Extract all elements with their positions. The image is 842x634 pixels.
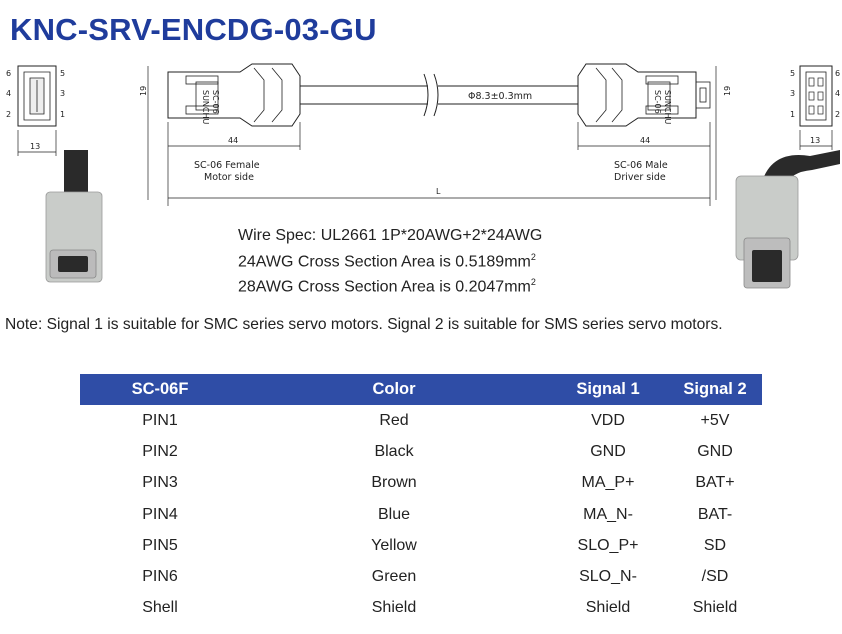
color-cell: Green <box>371 568 417 586</box>
signal1-cell: SLO_P+ <box>577 536 639 554</box>
left-caption-1: SC-06 Female <box>194 160 260 171</box>
total-length-label: L <box>436 187 441 196</box>
wire-spec-line3: 28AWG Cross Section Area is 0.2047mm2 <box>238 277 536 296</box>
header-signal-2: Signal 2 <box>668 374 762 405</box>
left-pin-face: 6 4 2 5 3 1 13 <box>6 65 65 156</box>
right-connector-brand: SUNCHU <box>663 90 672 125</box>
right-pin-5: 5 <box>790 69 795 78</box>
pin-cell: PIN3 <box>142 474 178 492</box>
color-cell: Brown <box>371 474 417 492</box>
signal2-cell: Shield <box>692 599 738 617</box>
header-signal-1: Signal 1 <box>548 374 668 405</box>
color-cell: Black <box>374 442 414 460</box>
cable-drawing: 6 4 2 5 3 1 13 19 SUNCHU SC-06 <box>6 63 840 289</box>
table-row: PIN4 Blue MA_N- BAT- <box>80 499 762 530</box>
pin-cell: Shell <box>142 599 178 617</box>
left-connector-body: 19 SUNCHU SC-06 <box>139 63 301 200</box>
left-height-label: 19 <box>139 86 148 96</box>
table-row: PIN6 Green SLO_N- /SD <box>80 561 762 592</box>
color-cell: Yellow <box>371 536 417 554</box>
signal-note: Note: Signal 1 is suitable for SMC serie… <box>5 316 723 333</box>
right-pin-4: 4 <box>835 89 840 98</box>
color-cell: Shield <box>371 599 417 617</box>
header-color: Color <box>240 374 548 405</box>
left-pin-1: 1 <box>60 110 65 119</box>
right-caption-2: Driver side <box>614 172 666 183</box>
cable-diameter: Φ8.3±0.3mm <box>468 91 532 102</box>
wire-spec-line1: Wire Spec: UL2661 1P*20AWG+2*24AWG <box>238 227 543 244</box>
left-pin-2: 2 <box>6 110 11 119</box>
left-pin-3: 3 <box>60 89 65 98</box>
color-cell: Red <box>379 411 409 429</box>
right-pin-6: 6 <box>835 69 840 78</box>
pin-cell: PIN2 <box>142 442 178 460</box>
right-connector-body: SC-06 SUNCHU 19 <box>577 63 732 200</box>
left-width-label: 13 <box>30 142 40 151</box>
signal1-cell: VDD <box>591 411 625 429</box>
pin-cell: PIN6 <box>142 568 178 586</box>
table-row: PIN5 Yellow SLO_P+ SD <box>80 530 762 561</box>
color-cell: Blue <box>377 505 411 523</box>
table-row: PIN3 Brown MA_P+ BAT+ <box>80 468 762 499</box>
pin-cell: PIN1 <box>142 411 178 429</box>
table-row: PIN2 Black GND GND <box>80 436 762 467</box>
left-caption-2: Motor side <box>204 172 254 183</box>
left-connector-brand: SUNCHU <box>201 90 210 125</box>
table-row: Shell Shield Shield Shield <box>80 593 762 624</box>
right-length-label: 44 <box>640 136 650 145</box>
page-title: KNC-SRV-ENCDG-03-GU <box>10 12 377 47</box>
signal1-cell: MA_P+ <box>581 474 635 492</box>
left-pin-4: 4 <box>6 89 11 98</box>
cable-section: Φ8.3±0.3mm <box>300 73 578 117</box>
right-width-label: 13 <box>810 136 820 145</box>
signal2-cell: SD <box>703 536 727 554</box>
right-pin-face: 5 3 1 6 4 2 13 <box>790 65 840 150</box>
table-header-row: SC-06F Color Signal 1 Signal 2 <box>80 374 762 405</box>
right-connector-model: SC-06 <box>653 90 662 114</box>
signal2-cell: /SD <box>701 568 729 586</box>
signal1-cell: GND <box>590 442 626 460</box>
left-pin-6: 6 <box>6 69 11 78</box>
right-caption-1: SC-06 Male <box>614 160 668 171</box>
left-connector-photo <box>45 150 103 283</box>
signal2-cell: +5V <box>700 411 730 429</box>
signal1-cell: SLO_N- <box>579 568 637 586</box>
dimension-lines: 44 44 L SC-06 Female Motor side SC-06 Ma… <box>167 122 711 206</box>
right-pin-1: 1 <box>790 110 795 119</box>
left-pin-5: 5 <box>60 69 65 78</box>
signal1-cell: Shield <box>585 599 631 617</box>
signal1-cell: MA_N- <box>583 505 633 523</box>
signal2-cell: GND <box>697 442 733 460</box>
pin-cell: PIN4 <box>142 505 178 523</box>
wire-spec-line2: 24AWG Cross Section Area is 0.5189mm2 <box>238 251 536 270</box>
left-connector-model: SC-06 <box>211 90 220 114</box>
right-pin-2: 2 <box>835 110 840 119</box>
left-length-label: 44 <box>228 136 238 145</box>
table-row: PIN1 Red VDD +5V <box>80 405 762 436</box>
right-height-label: 19 <box>723 86 732 96</box>
header-sc06f: SC-06F <box>80 374 240 405</box>
signal2-cell: BAT- <box>697 505 733 523</box>
right-connector-photo <box>735 150 840 289</box>
wire-spec: Wire Spec: UL2661 1P*20AWG+2*24AWG 24AWG… <box>238 226 542 298</box>
pinout-table: SC-06F Color Signal 1 Signal 2 PIN1 Red … <box>80 374 762 624</box>
pin-cell: PIN5 <box>142 536 178 554</box>
right-pin-3: 3 <box>790 89 795 98</box>
signal2-cell: BAT+ <box>695 474 735 492</box>
